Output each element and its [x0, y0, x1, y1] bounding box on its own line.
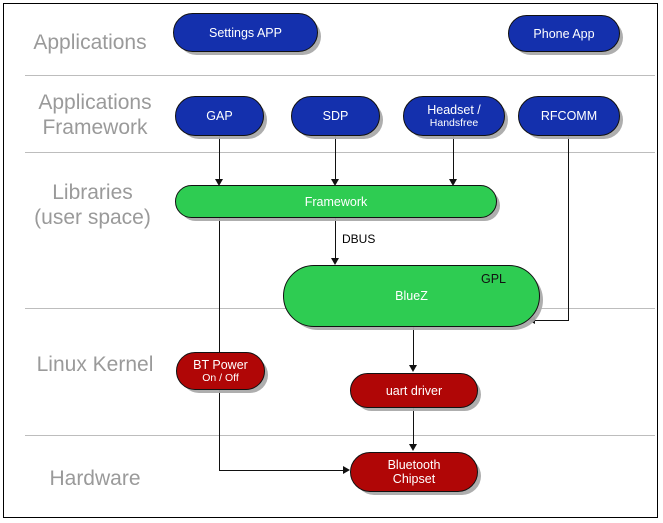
layer-label-linux-kernel: Linux Kernel	[36, 353, 154, 376]
edge-label-dbus: DBUS	[340, 232, 378, 246]
connector-bluez-uart	[413, 327, 415, 367]
layer-label-applications: Applications	[33, 31, 147, 54]
arrowhead-framework-chipset	[343, 466, 350, 474]
node-gap[interactable]: GAP	[175, 96, 264, 136]
layer-label-hardware: Hardware	[49, 467, 141, 490]
node-bluez-gpl-badge: GPL	[481, 272, 507, 286]
node-label: SDP	[322, 109, 349, 123]
connector-gap-framework	[219, 136, 221, 181]
node-rfcomm[interactable]: RFCOMM	[518, 96, 620, 136]
diagram-border	[3, 3, 658, 518]
connector-uart-chipset	[413, 408, 415, 446]
node-sublabel: Chipset	[392, 472, 436, 486]
node-label: uart driver	[385, 383, 443, 398]
node-sublabel: On / Off	[202, 372, 239, 384]
connector-rfcomm-vertical	[568, 136, 570, 321]
arrowhead-sdp-framework	[331, 179, 339, 186]
node-label: BT Power	[193, 358, 248, 372]
node-label: Framework	[304, 194, 368, 209]
node-settings-app[interactable]: Settings APP	[173, 13, 318, 52]
layer-label-libraries: Libraries (user space)	[34, 181, 151, 229]
node-label: BlueZ	[395, 289, 428, 303]
layer-label-applications-framework: Applications Framework	[38, 91, 152, 139]
divider-framework	[25, 152, 655, 153]
connector-framework-chipset-horizontal	[219, 470, 345, 472]
node-bluez[interactable]: BlueZ	[283, 265, 540, 327]
connector-headset-framework	[453, 136, 455, 181]
node-framework[interactable]: Framework	[175, 185, 497, 218]
node-label: Bluetooth	[387, 458, 441, 472]
node-sublabel: Handsfree	[429, 117, 479, 129]
node-bluetooth-chipset[interactable]: Bluetooth Chipset	[350, 452, 478, 492]
node-label: Phone App	[533, 26, 595, 41]
connector-framework-bluez	[335, 218, 337, 260]
arrowhead-rfcomm-bluez	[528, 316, 535, 324]
arrowhead-headset-framework	[449, 179, 457, 186]
connector-sdp-framework	[335, 136, 337, 181]
arrowhead-uart-chipset	[409, 444, 417, 451]
node-headset-handsfree[interactable]: Headset / Handsfree	[403, 96, 505, 136]
divider-kernel	[25, 435, 655, 436]
node-phone-app[interactable]: Phone App	[508, 15, 620, 52]
node-label: GAP	[206, 109, 233, 123]
arrowhead-bluez-uart	[409, 365, 417, 372]
node-label: RFCOMM	[540, 109, 598, 123]
arrowhead-framework-bluez	[331, 258, 339, 265]
connector-rfcomm-horizontal	[534, 320, 569, 322]
connector-framework-chipset-vertical	[219, 218, 221, 471]
node-sdp[interactable]: SDP	[291, 96, 380, 136]
arrowhead-gap-framework	[215, 179, 223, 186]
node-bt-power[interactable]: BT Power On / Off	[176, 352, 265, 390]
node-label: Headset /	[427, 103, 481, 117]
divider-applications	[25, 75, 655, 76]
node-label: Settings APP	[209, 25, 282, 40]
node-uart-driver[interactable]: uart driver	[350, 373, 478, 408]
